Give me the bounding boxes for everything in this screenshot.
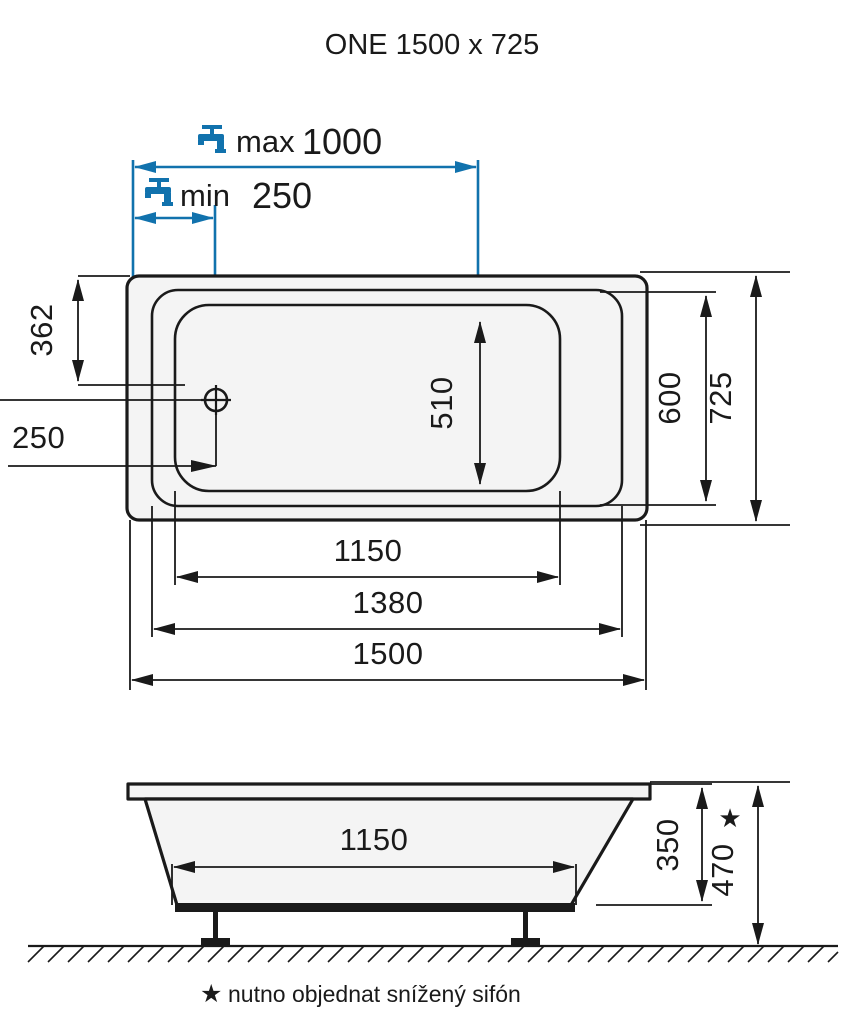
dim-510-label: 510	[424, 376, 459, 429]
dimension-362: 362	[24, 275, 185, 386]
dim-350-label: 350	[650, 818, 685, 871]
page-title: ONE 1500 x 725	[325, 29, 539, 61]
elev-leg-post	[213, 910, 218, 942]
dimension-1500: 1500	[129, 520, 647, 690]
elev-leg-foot	[511, 938, 540, 946]
elev-rim	[126, 782, 652, 801]
plan-inner-basin	[173, 303, 562, 493]
plan-outer-rim	[125, 274, 649, 522]
footnote-text: nutno objednat snížený sifón	[228, 981, 521, 1007]
tap-dimension-group: max 1000 min 250	[131, 121, 480, 278]
dimension-470: 470 ★	[650, 781, 790, 945]
dim-600-label: 600	[652, 371, 687, 424]
dimension-725: 725	[640, 271, 790, 526]
ground-line-group	[27, 944, 839, 963]
dimension-510: 510	[424, 321, 486, 485]
dimension-250-left: 250	[0, 399, 217, 472]
faucet-icon	[198, 125, 226, 153]
dim-1150-plan-label: 1150	[334, 533, 403, 568]
dimension-1150-elevation: 1150	[171, 822, 577, 905]
ground-hatching	[27, 945, 839, 963]
dim-250-left-label: 250	[12, 420, 65, 455]
dim-1500-label: 1500	[353, 636, 424, 671]
star-icon: ★	[718, 803, 741, 833]
tap-min-value: 250	[252, 175, 312, 216]
elev-leg-post	[523, 910, 528, 942]
footnote-group: ★ nutno objednat snížený sifón	[200, 980, 521, 1008]
dimension-600: 600	[600, 291, 716, 506]
faucet-icon	[145, 178, 173, 206]
dim-1380-label: 1380	[353, 585, 424, 620]
tap-max-prefix: max	[236, 124, 295, 159]
dim-362-label: 362	[24, 303, 59, 356]
dim-725-label: 725	[703, 371, 738, 424]
dimension-1150-plan: 1150	[174, 491, 561, 585]
plan-middle-band	[150, 288, 624, 508]
bathtub-plan-body	[125, 274, 649, 522]
dim-470-label: 470	[705, 843, 740, 896]
tap-min-prefix: min	[180, 178, 230, 213]
dimension-1380: 1380	[151, 506, 623, 637]
elev-leg-foot	[201, 938, 230, 946]
dimension-350: 350	[596, 783, 712, 906]
dim-1150-elev-label: 1150	[340, 822, 409, 857]
footnote-star-icon: ★	[200, 980, 222, 1008]
elev-base-rail	[175, 903, 575, 912]
tap-max-value: 1000	[302, 121, 382, 162]
bathtub-elevation-body	[126, 782, 652, 946]
